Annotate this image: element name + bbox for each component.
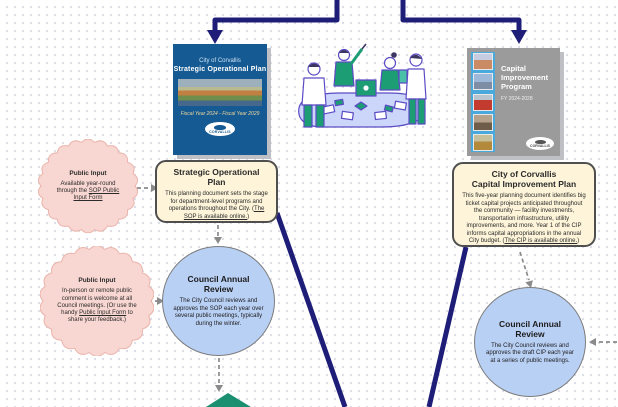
cip-thumb-street — [473, 53, 493, 70]
sop-book-fiscal-years: Fiscal Year 2024 - Fiscal Year 2029 — [180, 111, 260, 117]
cloud-body-text: to share your feedback.) — [67, 310, 133, 324]
person-bun — [379, 52, 401, 91]
dashed-cip-note-to-review — [519, 251, 530, 281]
arrow-to-cip-book — [400, 0, 527, 44]
cip-note-box: City of Corvallis Capital Improvement Pl… — [452, 162, 596, 247]
cip-book-title-2: Improvement — [501, 73, 549, 82]
cloud-body: In-person or remote public comment is we… — [54, 288, 141, 324]
person-right — [398, 53, 427, 125]
corvallis-logo: CORVALLIS — [526, 137, 554, 150]
decision-diamond-tip — [206, 393, 251, 407]
sop-book-city: City of Corvallis — [199, 58, 241, 64]
cloud-body: Available year-round through the SOP Pub… — [50, 181, 126, 203]
cip-book-title-1: Capital — [501, 64, 527, 73]
cip-note-title-2: Capital Improvement Plan — [471, 178, 577, 189]
sop-note-text: ) — [247, 213, 250, 220]
cip-note-title-1: City of Corvallis — [491, 169, 557, 179]
corvallis-logo-text: CORVALLIS — [209, 129, 231, 134]
review-body: The City Council reviews and approves th… — [486, 342, 574, 364]
review-title: Council Annual Review — [187, 274, 250, 294]
cip-online-link[interactable]: The CIP is available online. — [504, 238, 578, 244]
public-input-cloud-council: Public Input In-person or remote public … — [40, 246, 154, 356]
council-annual-review-sop: Council Annual Review The City Council r… — [162, 246, 275, 356]
cip-thumb-firetruck — [473, 93, 493, 111]
person-left — [301, 62, 327, 128]
beaver-icon — [534, 139, 546, 144]
diagonal-line-from-sop-note — [274, 212, 348, 407]
cip-book-cover: Capital Improvement Program FY 2024-2028… — [467, 48, 560, 156]
review-body: The City Council reviews and approves th… — [173, 298, 264, 327]
cloud-body-text: In-person or remote public comment is we… — [57, 288, 137, 317]
person-standing — [333, 43, 367, 87]
sop-book-photo — [178, 79, 262, 106]
scallop-shape — [38, 139, 138, 233]
public-input-form-link[interactable]: Public Input Form — [79, 310, 127, 317]
sop-note-box: Strategic Operational Plan This planning… — [155, 160, 278, 223]
cloud-title: Public Input — [78, 277, 116, 285]
scallop-shape — [40, 246, 154, 356]
cip-note-body: This five-year planning document identif… — [461, 193, 587, 246]
sop-book-title: Strategic Operational Plan — [173, 66, 267, 73]
sop-note-title: Strategic Operational Plan — [173, 167, 260, 187]
corvallis-logo-text: CORVALLIS — [530, 143, 550, 148]
arrow-to-sop-book — [207, 0, 340, 44]
cip-note-text: This five-year planning document identif… — [462, 193, 586, 244]
cloud-body-text: Available year-round through the — [56, 180, 116, 194]
diagonal-line-from-cip-note — [426, 246, 469, 407]
council-annual-review-cip: Council Annual Review The City Council r… — [474, 287, 586, 397]
sop-book-cover: City of Corvallis Strategic Operational … — [173, 44, 267, 155]
sop-note-text: This planning document sets the stage fo… — [165, 191, 268, 212]
sop-note-body: This planning document sets the stage fo… — [164, 191, 269, 221]
cloud-title: Public Input — [69, 169, 107, 177]
cip-book-fiscal-years: FY 2024-2028 — [501, 96, 533, 102]
cip-book-title-3: Program — [501, 82, 532, 91]
cip-photo-strip — [471, 52, 495, 152]
public-input-cloud-sop: Public Input Available year-round throug… — [38, 139, 138, 233]
corvallis-logo: CORVALLIS — [205, 122, 235, 136]
cip-thumb-excavator — [473, 134, 493, 151]
sop-public-input-form-link[interactable]: SOP Public Input Form — [73, 187, 120, 202]
collaboration-illustration — [298, 43, 427, 128]
sop-online-link[interactable]: The SOP is available online. — [183, 206, 265, 220]
review-title: Council Annual Review — [498, 318, 561, 339]
cip-note-text: ) — [577, 238, 580, 244]
cip-thumb-crew — [473, 113, 493, 131]
cip-thumb-building — [473, 73, 493, 91]
beaver-icon — [214, 124, 226, 130]
